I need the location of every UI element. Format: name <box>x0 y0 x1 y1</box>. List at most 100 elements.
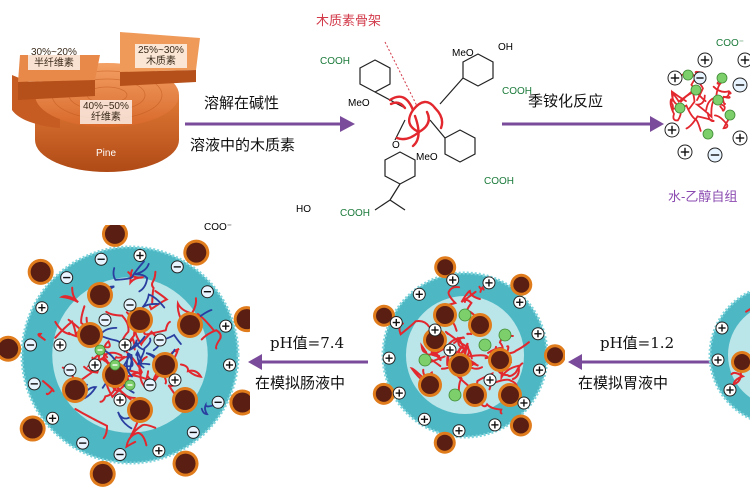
negative-charge <box>211 395 225 409</box>
drug-particle <box>434 256 457 279</box>
arrow-to-intestine <box>248 354 368 370</box>
green-ball <box>712 94 724 106</box>
green-ball <box>498 328 512 342</box>
chem-cooh-bottom: COOH <box>484 176 514 187</box>
polymer-chain <box>58 286 79 304</box>
polymer-chain <box>54 320 83 339</box>
drug-particle <box>177 312 203 338</box>
green-ball <box>418 353 432 367</box>
green-ball <box>682 69 694 81</box>
drug-particle <box>101 225 128 247</box>
polymer-chain <box>149 290 169 311</box>
chem-cooh-tail: COOH <box>340 208 370 219</box>
negative-charge <box>60 271 74 285</box>
drug-particle <box>62 377 88 403</box>
self-assembly-label: 水-乙醇自组 <box>668 190 738 205</box>
drug-particle <box>509 414 532 437</box>
polymer-chain <box>179 363 203 378</box>
positive-charge <box>113 393 127 407</box>
drug-particle <box>172 387 198 413</box>
polymer-chain <box>504 341 530 356</box>
polymer-chain <box>41 379 55 396</box>
polymer-chain <box>105 310 130 345</box>
positive-charge <box>531 327 545 341</box>
drug-particle <box>233 306 250 333</box>
positive-charge <box>46 411 60 425</box>
drug-particle <box>418 373 442 397</box>
positive-charge <box>88 358 102 372</box>
positive-charge <box>715 321 729 335</box>
drug-particle <box>433 431 456 454</box>
drug-particle <box>433 303 457 327</box>
lignin-structure <box>359 41 494 211</box>
positive-charge <box>732 130 748 146</box>
stomach-env: 在模拟胃液中 <box>578 374 669 392</box>
polymer-chain <box>129 354 150 389</box>
polymer-chain <box>141 293 166 309</box>
negative-charge <box>693 71 707 85</box>
green-ball <box>702 128 714 140</box>
positive-charge <box>168 373 182 387</box>
negative-charge <box>200 285 214 299</box>
green-anion <box>124 379 136 391</box>
polymer-chain <box>200 401 215 416</box>
polymer-chain <box>669 98 682 122</box>
intestine-ph: pH值=7.4 <box>270 334 345 352</box>
polymer-chain <box>431 336 466 356</box>
positive-charge <box>118 338 132 352</box>
coo-label-bottom: COO⁻ <box>204 222 233 233</box>
particle-initial-partial <box>708 290 750 420</box>
intestine-env: 在模拟肠液中 <box>255 374 346 392</box>
negative-charge <box>186 425 200 439</box>
polymer-chain <box>135 349 145 369</box>
arrow-quaternization <box>502 116 664 132</box>
negative-charge <box>76 436 90 450</box>
polymer-chain <box>136 337 152 366</box>
drug-particle <box>0 335 22 362</box>
quaternized-lignin <box>664 52 750 163</box>
negative-charge <box>170 260 184 274</box>
positive-charge <box>389 316 403 330</box>
polymer-chain <box>685 112 715 130</box>
drug-particle <box>152 352 178 378</box>
chem-oh-top: OH <box>498 42 513 53</box>
green-anion <box>109 359 121 371</box>
polymer-chain <box>129 421 157 437</box>
pie-label-cellulose: 40%~50% 纤维素 <box>80 100 132 124</box>
positive-charge <box>532 363 546 377</box>
polymer-chain <box>460 289 481 303</box>
positive-charge <box>664 122 680 138</box>
pie-label-pine: Pine <box>96 148 117 159</box>
polymer-chain <box>705 79 723 111</box>
polymer-chain <box>200 329 222 350</box>
green-ball <box>458 308 472 322</box>
drug-particle <box>77 322 103 348</box>
polymer-chain <box>670 89 693 106</box>
positive-charge <box>483 373 497 387</box>
negative-charge <box>23 338 37 352</box>
polymer-chain <box>74 408 109 440</box>
green-anion <box>94 344 106 356</box>
chem-meo-top: MeO <box>452 48 474 59</box>
drug-particle <box>87 282 113 308</box>
drug-particle <box>423 328 447 352</box>
polymer-chain <box>481 402 503 415</box>
particle-stomach <box>372 256 565 454</box>
drug-particle <box>127 397 153 423</box>
negative-charge <box>98 313 112 327</box>
positive-charge <box>412 287 426 301</box>
pie-label-lignin: 25%~30% 木质素 <box>135 44 187 68</box>
drug-particle <box>468 313 492 337</box>
drug-particle <box>127 307 153 333</box>
chem-cooh-right: COOH <box>502 86 532 97</box>
polymer-chain <box>151 270 157 305</box>
negative-charge <box>63 363 77 377</box>
green-ball <box>716 72 728 84</box>
polymer-chain <box>463 298 480 322</box>
arrow-to-stomach <box>568 354 718 370</box>
positive-charge <box>133 248 147 262</box>
polymer-chain <box>694 94 715 120</box>
polymer-chain <box>478 285 485 293</box>
chem-meo-mid: MeO <box>416 152 438 163</box>
negative-charge <box>113 448 127 462</box>
